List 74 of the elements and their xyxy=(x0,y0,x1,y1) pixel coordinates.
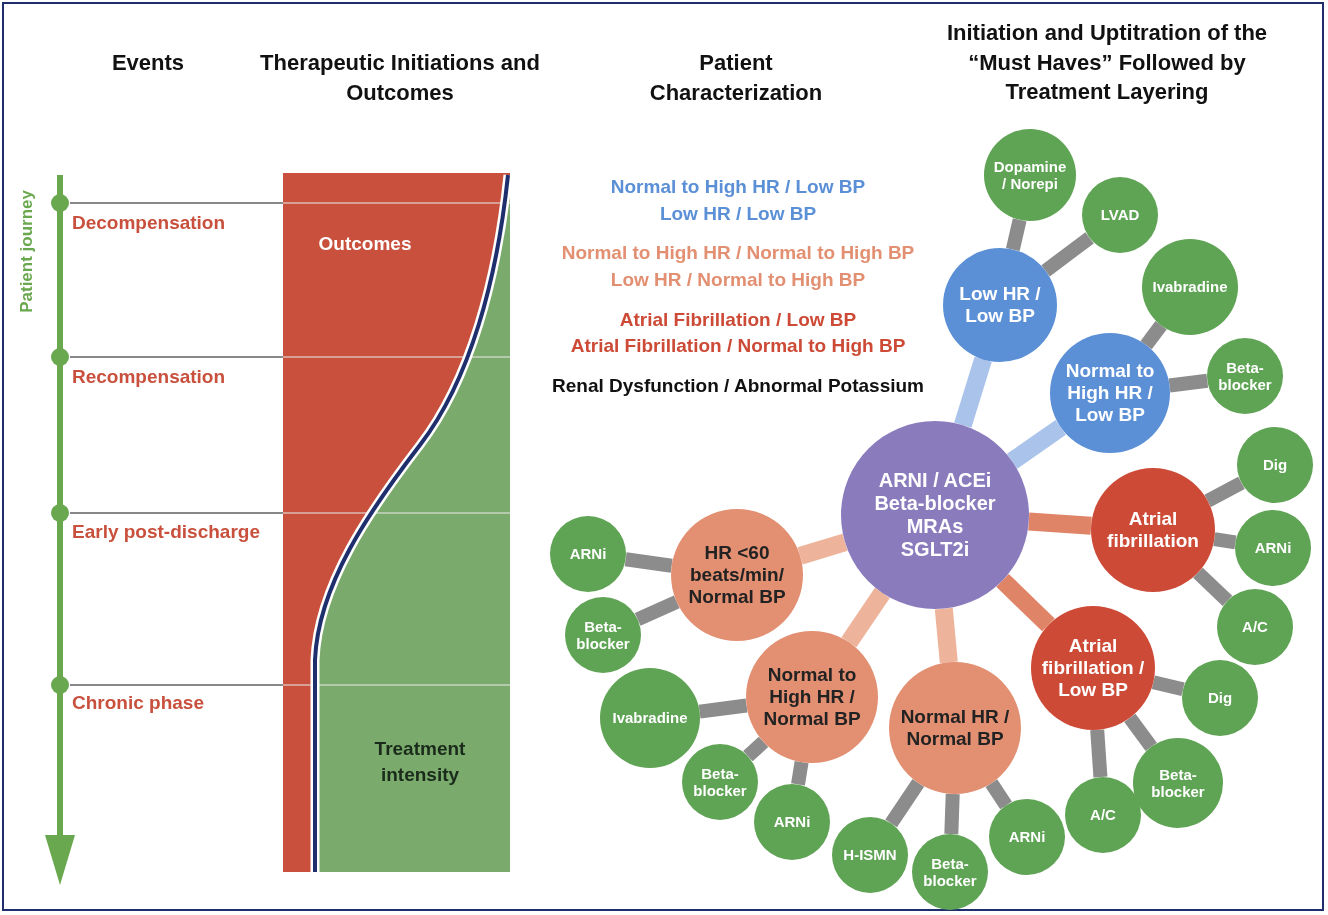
connector-band xyxy=(1090,729,1108,778)
characterization-line: Normal to High HR / Low BP xyxy=(609,175,867,199)
drug-class-label: Beta-blocker xyxy=(874,492,996,515)
therapy-label: ARNi xyxy=(773,813,811,831)
therapy-label: Dig xyxy=(1207,689,1233,707)
connector-band xyxy=(698,698,748,719)
connector-band xyxy=(797,533,848,565)
therapy-circle xyxy=(682,744,758,820)
area-label: Outcomes xyxy=(317,232,413,256)
therapy-circle xyxy=(1217,589,1293,665)
therapy-label: Beta-blocker xyxy=(922,854,978,890)
connector-band xyxy=(885,778,925,828)
characterization-line: Low HR / Low BP xyxy=(658,202,818,226)
therapy-label: A/C xyxy=(1242,618,1268,636)
profile-label: Atrial fibrillation xyxy=(1106,508,1200,552)
connector-band xyxy=(1168,373,1209,393)
connector-band xyxy=(1006,419,1066,469)
connector-band xyxy=(1151,675,1185,697)
connector-band xyxy=(791,761,809,786)
drug-class-label: MRAs xyxy=(906,515,964,538)
connector-band xyxy=(934,607,958,664)
connector-band xyxy=(1140,321,1167,350)
therapy-label: Beta-blocker xyxy=(692,764,748,800)
column-heading: Events xyxy=(110,49,186,77)
profile-label: Low HR / Low BP xyxy=(958,283,1042,327)
profile-label: Normal to High HR / Low BP xyxy=(1064,360,1156,426)
drug-class-label: SGLT2i xyxy=(900,538,970,561)
drug-class-label: ARNI / ACEi xyxy=(878,469,992,492)
connector-band xyxy=(1041,232,1094,277)
connector-band xyxy=(1193,567,1233,606)
event-label: Chronic phase xyxy=(72,691,204,715)
connector-band xyxy=(1006,218,1027,252)
therapy-label: ARNi xyxy=(1008,828,1046,846)
event-label: Decompensation xyxy=(72,211,226,235)
therapy-label: Beta-blocker xyxy=(1217,358,1273,394)
therapy-label: Beta-blocker xyxy=(1150,765,1206,801)
connector-band xyxy=(1124,713,1157,751)
therapy-label: ARNi xyxy=(569,545,607,563)
therapy-label: Beta-blocker xyxy=(575,617,631,653)
therapy-label: Ivabradine xyxy=(1152,278,1228,296)
characterization-line: Normal to High HR / Normal to High BP xyxy=(560,241,916,265)
column-heading: Initiation and Uptitration of the “Must Haves” Followed by Treatment Layering xyxy=(945,19,1269,107)
profile-label: Atrial fibrillation / Low BP xyxy=(1040,635,1146,701)
connector-band xyxy=(841,587,890,648)
connector-band xyxy=(624,552,673,573)
connector-band xyxy=(634,595,680,626)
characterization-line: Atrial Fibrillation / Normal to High BP xyxy=(569,334,907,358)
characterization-line: Renal Dysfunction / Abnormal Potassium xyxy=(551,374,925,398)
therapy-label: A/C xyxy=(1090,806,1116,824)
area-label: Treatment intensity xyxy=(373,737,467,787)
event-label: Recompensation xyxy=(72,365,226,389)
therapy-label: Ivabradine xyxy=(612,709,688,727)
connector-band xyxy=(743,736,769,762)
axis-title: Patient journey xyxy=(16,190,37,313)
connector-band xyxy=(954,356,992,428)
column-heading: Patient Characterization xyxy=(648,49,824,107)
profile-label: HR <60 beats/min/ Normal BP xyxy=(687,542,787,608)
column-heading: Therapeutic Initiations and Outcomes xyxy=(259,49,541,107)
profile-label: Normal HR / Normal BP xyxy=(899,706,1011,750)
therapy-label: H-ISMN xyxy=(843,846,897,864)
therapy-label: ARNi xyxy=(1254,539,1292,557)
therapy-label: Dopamine / Norepi xyxy=(992,157,1068,193)
connector-band xyxy=(985,779,1012,810)
therapy-label: LVAD xyxy=(1100,206,1140,224)
therapy-circle xyxy=(989,799,1065,875)
event-label: Early post-discharge xyxy=(72,520,260,544)
therapy-label: Dig xyxy=(1262,456,1288,474)
profile-label: Normal to High HR / Normal BP xyxy=(762,664,862,730)
characterization-line: Low HR / Normal to High BP xyxy=(609,268,867,292)
connector-band xyxy=(944,793,960,835)
connector-band xyxy=(1213,532,1237,550)
connector-band xyxy=(1028,512,1092,535)
characterization-line: Atrial Fibrillation / Low BP xyxy=(618,308,858,332)
therapy-circle xyxy=(1082,177,1158,253)
